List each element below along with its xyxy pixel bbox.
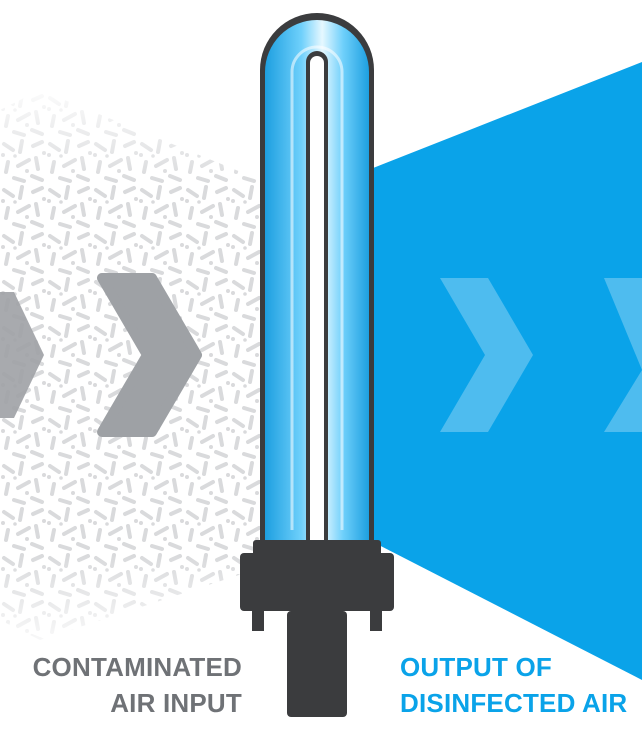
input-label-line2: AIR INPUT xyxy=(0,685,242,721)
output-label-line1: OUTPUT OF xyxy=(400,649,642,685)
output-label-line2: DISINFECTED AIR xyxy=(400,685,642,721)
input-label-line1: CONTAMINATED xyxy=(0,649,242,685)
contaminated-air-input-label: CONTAMINATED AIR INPUT xyxy=(0,649,242,721)
disinfected-air-output-label: OUTPUT OF DISINFECTED AIR xyxy=(400,649,642,721)
uv-lamp-icon xyxy=(240,13,394,717)
